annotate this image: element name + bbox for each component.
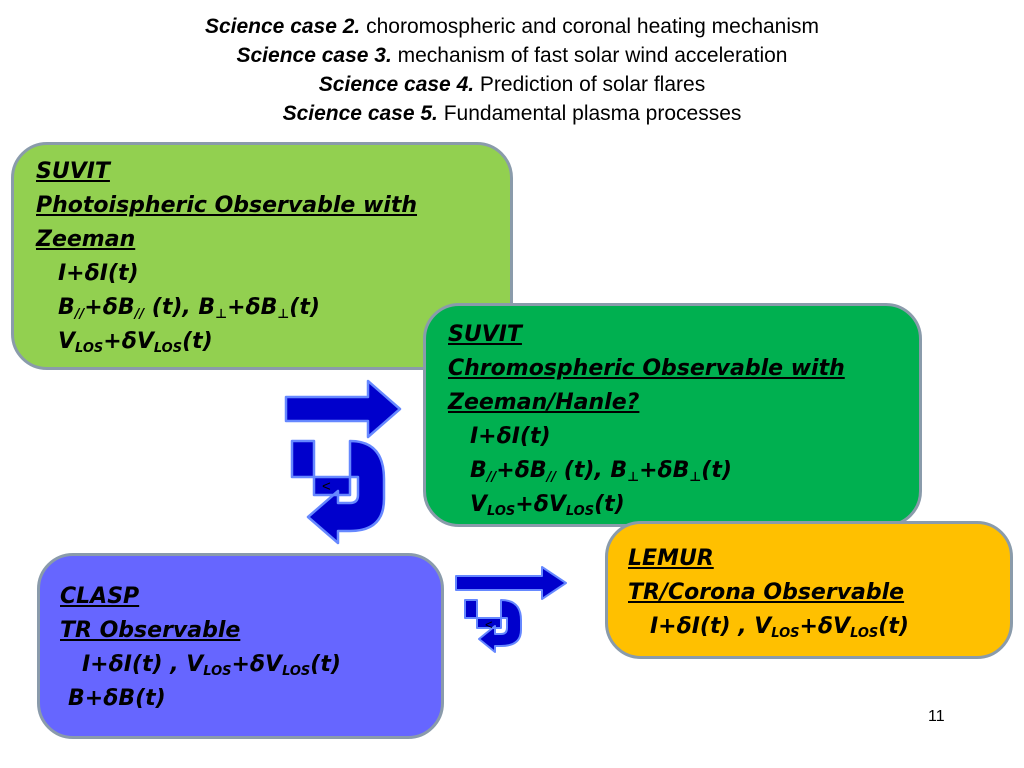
intensity-line: I+δI(t) xyxy=(58,261,139,286)
science-case-4: Science case 4. Prediction of solar flar… xyxy=(318,73,706,96)
velocity-line: VLOS+δVLOS(t) xyxy=(470,492,625,519)
box-title: SUVIT xyxy=(36,159,110,184)
velocity-line: VLOS+δVLOS(t) xyxy=(58,329,213,356)
clasp-box: CLASP TR Observable I+δI(t) , VLOS+δVLOS… xyxy=(37,553,444,739)
box-subtitle: TR/Corona Observable xyxy=(628,580,905,605)
suvit-photospheric-box: SUVIT Photoispheric Observable with Zeem… xyxy=(11,142,513,370)
box-subtitle: Zeeman/Hanle? xyxy=(448,390,640,415)
lemur-box: LEMUR TR/Corona Observable I+δI(t) , VLO… xyxy=(605,521,1013,659)
magnetic-field-line: B+δB(t) xyxy=(68,686,166,711)
box-subtitle: TR Observable xyxy=(60,618,241,643)
u-turn-arrow-icon xyxy=(290,439,386,545)
box-title: CLASP xyxy=(60,584,140,609)
intensity-line: I+δI(t) xyxy=(470,424,551,449)
science-case-2: Science case 2. choromospheric and coron… xyxy=(204,15,820,38)
box-subtitle: Photoispheric Observable with xyxy=(36,193,418,218)
box-title: SUVIT xyxy=(448,322,522,347)
magnetic-field-line: B//+δB// (t), B⊥+δB⊥(t) xyxy=(58,295,320,322)
intensity-velocity-line: I+δI(t) , VLOS+δVLOS(t) xyxy=(82,652,341,679)
arrow-label: < xyxy=(485,617,493,632)
box-subtitle: Chromospheric Observable with xyxy=(448,356,845,381)
arrow-label: < xyxy=(322,478,331,495)
right-arrow-icon xyxy=(455,566,567,600)
box-title: LEMUR xyxy=(628,546,714,571)
u-turn-arrow-icon xyxy=(464,599,522,653)
box-subtitle: Zeeman xyxy=(36,227,136,252)
science-case-5: Science case 5. Fundamental plasma proce… xyxy=(282,102,742,125)
science-cases-header: Science case 2. choromospheric and coron… xyxy=(0,12,1024,128)
right-arrow-icon xyxy=(284,379,402,439)
magnetic-field-line: B//+δB// (t), B⊥+δB⊥(t) xyxy=(470,458,732,485)
intensity-velocity-line: I+δI(t) , VLOS+δVLOS(t) xyxy=(650,614,909,641)
science-case-3: Science case 3. mechanism of fast solar … xyxy=(236,44,788,67)
page-number: 11 xyxy=(928,708,945,725)
suvit-chromospheric-box: SUVIT Chromospheric Observable with Zeem… xyxy=(423,303,922,527)
